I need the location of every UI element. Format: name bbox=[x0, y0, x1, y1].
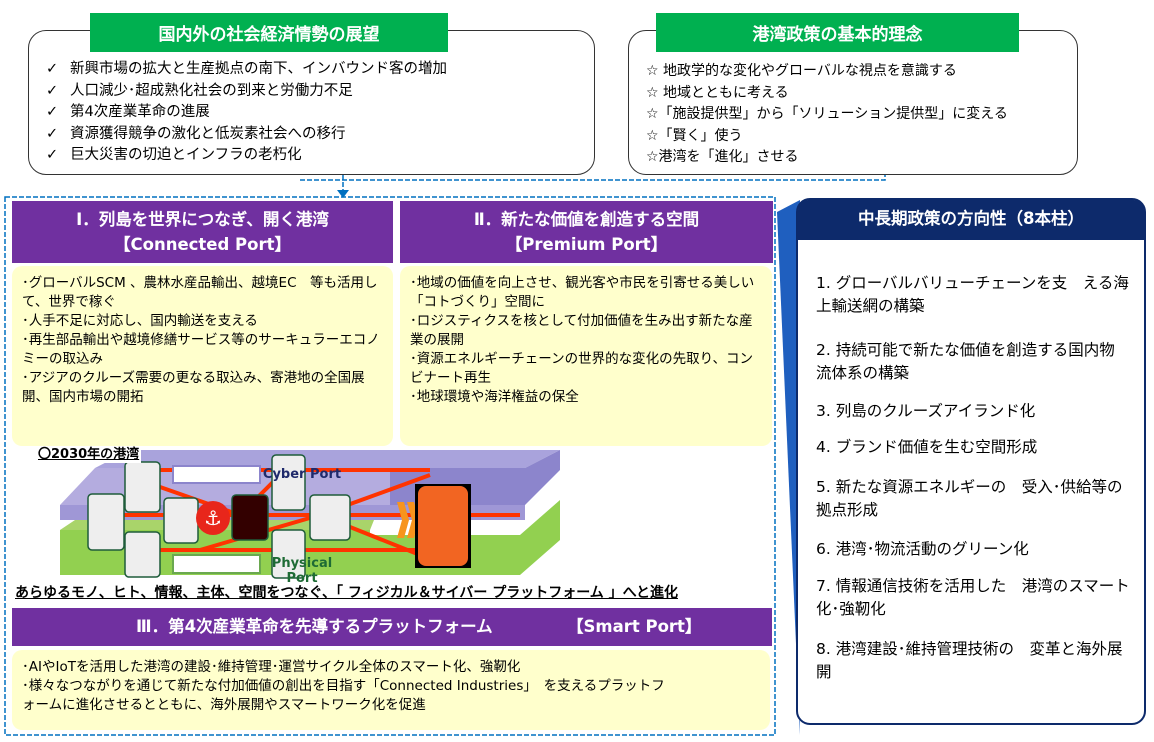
chevron-right-icon bbox=[397, 502, 409, 538]
direction-item: 4. ブランド価値を生む空間形成 bbox=[816, 438, 1038, 456]
physical-port-label: Physical Port bbox=[271, 556, 333, 586]
cruise-ship-icon bbox=[309, 494, 351, 541]
philosophy-title: 港湾政策の基本的理念 bbox=[656, 13, 1019, 52]
direction-item: 8. 港湾建設･維持管理技術の 変革と海外展開 bbox=[816, 640, 1123, 681]
list-item: ☆「施設提供型」から「ソリューション提供型」に変える bbox=[646, 106, 1008, 122]
new-value-label: 新たな価値を創造 bbox=[625, 496, 665, 551]
list-item: ･資源エネルギーチェーンの世界的な変化の先取り、コンビナート再生 bbox=[410, 351, 754, 386]
list-item: ☆ 地政学的な変化やグローバルな視点を意識する bbox=[646, 63, 957, 79]
list-item: ✓第4次産業革命の進展 bbox=[46, 102, 447, 124]
list-item: ･地球環境や海洋権益の保全 bbox=[410, 389, 579, 405]
anchor-icon bbox=[196, 501, 230, 535]
list-item: ☆港湾を「進化」させる bbox=[646, 149, 799, 165]
arrow-down-icon bbox=[337, 190, 349, 198]
outlook-title: 国内外の社会経済情勢の展望 bbox=[90, 13, 448, 52]
list-item: ･人手不足に対応し、国内輸送を支える bbox=[22, 313, 258, 329]
port-platform-illustration: ⚓ bbox=[60, 450, 560, 579]
pillar2-body: ･地域の価値を向上させ、観光客や市民を引寄せる美しい「コトづくり」空間に ･ロジ… bbox=[400, 266, 772, 446]
wedge-arrow-icon bbox=[777, 200, 800, 735]
outlook-box bbox=[28, 30, 595, 175]
directions-title: 中長期政策の方向性（8本柱） bbox=[798, 200, 1144, 240]
check-icon: ✓ bbox=[46, 125, 59, 142]
direction-item: 5. 新たな資源エネルギーの 受入･供給等の拠点形成 bbox=[816, 478, 1123, 519]
list-item: ✓巨大災害の切迫とインフラの老朽化 bbox=[46, 145, 447, 167]
diagram-caption: あらゆるモノ、ヒト、情報、主体、空間をつなぐ、「 フィジカル＆サイバー プラット… bbox=[15, 585, 678, 601]
pillar1-body: ･グローバルSCM 、農林水産品輸出、越境EC 等も活用して、世界で稼ぐ ･人手… bbox=[12, 266, 393, 446]
ship-icon bbox=[231, 494, 269, 541]
pillar1-header: Ⅰ．列島を世界につなぎ、開く港湾【Connected Port】 bbox=[12, 201, 393, 263]
cyber-port-label: Cyber Port bbox=[262, 467, 342, 482]
list-item: ･再生部品輸出や越境修繕サービス等のサーキュラーエコノミーの取込み bbox=[22, 332, 380, 367]
list-item: ･アジアのクルーズ需要の更なる取込み、寄港地の全国展開、国内市場の開拓 bbox=[22, 370, 365, 405]
value-box bbox=[418, 486, 468, 566]
people-icon bbox=[271, 454, 306, 511]
gears-icon bbox=[87, 493, 125, 551]
check-icon: ✓ bbox=[46, 82, 59, 99]
direction-item: 1. グローバルバリューチェーンを支 える海上輸送網の構築 bbox=[816, 274, 1129, 315]
pillar3-header: Ⅲ．第4次産業革命を先導するプラットフォーム 【Smart Port】 bbox=[12, 608, 772, 646]
list-item: ☆ 地域とともに考える bbox=[646, 84, 789, 101]
list-item: ･ロジスティクスを核として付加価値を生み出す新たな産業の展開 bbox=[410, 313, 753, 348]
check-icon: ✓ bbox=[46, 147, 59, 163]
truck-icon bbox=[124, 531, 161, 578]
direction-item: 3. 列島のクルーズアイランド化 bbox=[816, 402, 1036, 420]
check-icon: ✓ bbox=[46, 104, 59, 120]
direction-item: 6. 港湾･物流活動のグリーン化 bbox=[816, 540, 1029, 558]
check-icon: ✓ bbox=[46, 61, 59, 77]
direction-item: 2. 持続可能で新たな価値を創造する国内物流体系の構築 bbox=[816, 341, 1115, 382]
list-item: ✓資源獲得競争の激化と低炭素社会への移行 bbox=[46, 124, 447, 146]
svg-text:⚓: ⚓ bbox=[204, 506, 222, 530]
outlook-list: ✓新興市場の拡大と生産拠点の南下、インバウンド客の増加 ✓人口減少･超成熟化社会… bbox=[46, 59, 447, 167]
globe-tablet-icon bbox=[124, 461, 161, 513]
direction-item: 7. 情報通信技術を活用した 港湾のスマート化･強靭化 bbox=[816, 577, 1130, 618]
pillar2-header: Ⅱ．新たな価値を創造する空間【Premium Port】 bbox=[400, 201, 773, 263]
building-icon bbox=[163, 497, 199, 544]
pillar3-body: ･AIやIoTを活用した港湾の建設･維持管理･運営サイクル全体のスマート化、強靭… bbox=[12, 650, 770, 730]
diagram-heading: 〇2030年の港湾 bbox=[36, 447, 142, 463]
list-item: ✓人口減少･超成熟化社会の到来と労働力不足 bbox=[46, 81, 447, 103]
list-item: ･グローバルSCM 、農林水産品輸出、越境EC 等も活用して、世界で稼ぐ bbox=[22, 275, 378, 310]
list-item: ･AIやIoTを活用した港湾の建設･維持管理･運営サイクル全体のスマート化、強靭… bbox=[22, 659, 521, 675]
list-item: ･地域の価値を向上させ、観光客や市民を引寄せる美しい「コトづくり」空間に bbox=[410, 275, 755, 310]
philosophy-list: ☆ 地政学的な変化やグローバルな視点を意識する ☆ 地域とともに考える ☆「施設… bbox=[646, 61, 1008, 169]
list-item: ☆「賢く」使う bbox=[646, 127, 743, 144]
directions-panel: 中長期政策の方向性（8本柱） 1. グローバルバリューチェーンを支 える海上輸送… bbox=[796, 198, 1146, 725]
list-item: ･様々なつながりを通じて新たな付加価値の創出を目指す「Connected Ind… bbox=[22, 678, 665, 713]
list-item: ✓新興市場の拡大と生産拠点の南下、インバウンド客の増加 bbox=[46, 59, 447, 81]
factory-icon bbox=[271, 529, 306, 579]
